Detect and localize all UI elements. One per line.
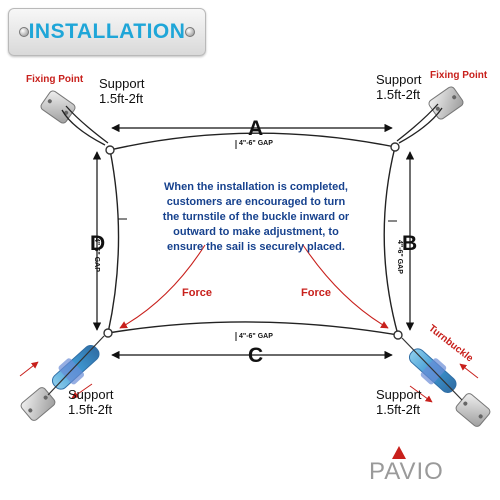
fixing-plate-top-left — [40, 90, 109, 146]
side-label-b: B — [402, 232, 418, 255]
corner-ring-top-left — [105, 145, 115, 155]
support-label-bottom-left: Support 1.5ft-2ft — [68, 387, 114, 417]
support-label-top-left: Support 1.5ft-2ft — [99, 76, 145, 106]
fixing-point-label-left: Fixing Point — [26, 74, 84, 85]
force-arrow-left — [119, 244, 206, 329]
support-size: 1.5ft-2ft — [376, 87, 421, 102]
turnbuckle-bottom-left — [19, 335, 105, 421]
support-title: Support — [99, 76, 145, 91]
gap-label-top: 4"-6" GAP — [239, 140, 273, 147]
pavio-logo: PAVIO — [369, 458, 444, 485]
screw-icon — [185, 27, 195, 37]
force-label-left: Force — [182, 287, 212, 299]
support-title: Support — [376, 387, 422, 402]
force-arrow-right — [302, 244, 389, 329]
turnbuckle-bottom-right — [401, 337, 491, 427]
support-title: Support — [68, 387, 114, 402]
fixing-plate-top-right — [396, 86, 464, 144]
side-label-d: D — [90, 232, 106, 255]
gap-label-bottom: 4"-6" GAP — [239, 333, 273, 340]
logo-mark — [392, 446, 406, 459]
force-label-right: Force — [301, 287, 331, 299]
support-size: 1.5ft-2ft — [376, 402, 421, 417]
fixing-point-label-right: Fixing Point — [430, 70, 488, 81]
corner-ring-top-right — [390, 142, 400, 152]
corner-ring-bottom-left — [103, 328, 113, 338]
support-title: Support — [376, 72, 422, 87]
corner-ring-bottom-right — [393, 330, 403, 340]
installation-banner: INSTALLATION — [8, 8, 206, 56]
gap-label-left: 4"-6" GAP — [93, 238, 100, 272]
side-label-c: C — [248, 344, 264, 367]
support-label-top-right: Support 1.5ft-2ft — [376, 72, 422, 102]
side-label-a: A — [248, 117, 264, 140]
banner-title: INSTALLATION — [28, 20, 186, 43]
support-size: 1.5ft-2ft — [99, 91, 144, 106]
support-label-bottom-right: Support 1.5ft-2ft — [376, 387, 422, 417]
support-size: 1.5ft-2ft — [68, 402, 113, 417]
installation-note: When the installation is completed, cust… — [162, 181, 350, 253]
gap-label-right: 4"-6" GAP — [396, 240, 403, 274]
screw-icon — [19, 27, 29, 37]
